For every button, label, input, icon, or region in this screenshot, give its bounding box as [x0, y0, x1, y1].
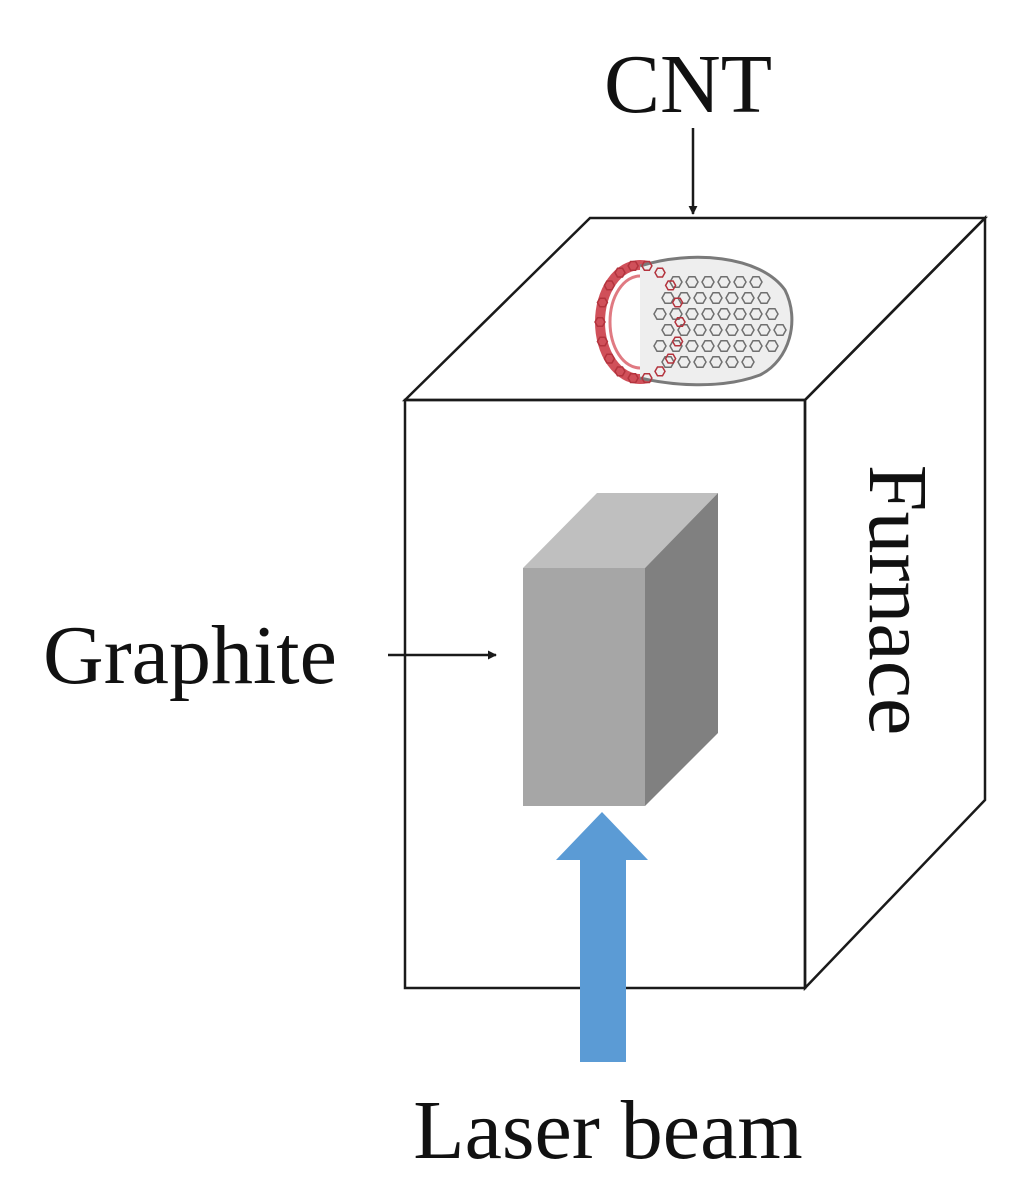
cnt-ring-hexagon [674, 316, 686, 328]
cnt-lattice-hexagon [741, 292, 755, 304]
cnt-lattice-hexagon [661, 356, 675, 368]
cnt-ring-hexagon [671, 336, 684, 347]
cnt-lattice-hexagon [725, 324, 739, 336]
cnt-lattice-hexagon [717, 308, 731, 320]
cnt-lattice-hexagon [733, 308, 747, 320]
cnt-ring-hexagon [664, 353, 677, 364]
cnt-lattice-hexagon [693, 324, 707, 336]
graphite-label: Graphite [43, 609, 337, 702]
cnt-ring-hexagon [641, 373, 653, 384]
cnt-lattice-hexagon [741, 324, 755, 336]
cnt-lattice [594, 260, 787, 384]
cnt-lattice-hexagon [685, 276, 699, 288]
cnt-lattice-hexagon [717, 276, 731, 288]
cnt-ring-hexagon [627, 260, 639, 271]
graphite-block [523, 493, 718, 806]
cnt-lattice-hexagon [757, 324, 771, 336]
cnt-lattice-hexagon [701, 340, 715, 352]
cnt-lattice-hexagon [773, 324, 787, 336]
cnt-ring-hexagon [671, 297, 684, 308]
cnt-lattice-hexagon [733, 276, 747, 288]
cnt-lattice-hexagon [685, 340, 699, 352]
cnt-ring-hexagon [614, 366, 626, 377]
cnt-lattice-hexagon [749, 340, 763, 352]
cnt-ring-hexagon [654, 267, 666, 278]
cnt-lattice-hexagon [653, 308, 667, 320]
cnt-label: CNT [604, 38, 772, 131]
cnt-lattice-hexagon [701, 308, 715, 320]
cnt-lattice-hexagon [717, 340, 731, 352]
furnace-label: Furnace [851, 465, 944, 736]
cnt-ring-hexagon [654, 366, 666, 377]
cnt-lattice-hexagon [701, 276, 715, 288]
cnt-lattice-hexagon [725, 292, 739, 304]
cnt-ring-hexagon [664, 280, 677, 291]
cnt-lattice-hexagon [653, 340, 667, 352]
cnt-ring-hexagon [594, 316, 606, 328]
cnt-lattice-hexagon [741, 356, 755, 368]
cnt-lattice-hexagon [757, 292, 771, 304]
cnt-ring-hexagon [627, 373, 639, 384]
cnt-lattice-hexagon [765, 308, 779, 320]
cnt-lattice-hexagon [685, 308, 699, 320]
cnt-lattice-hexagon [725, 356, 739, 368]
cnt-lattice-hexagon [693, 356, 707, 368]
cnt-lattice-hexagon [693, 292, 707, 304]
cnt-lattice-hexagon [669, 308, 683, 320]
cnt-lattice-hexagon [709, 292, 723, 304]
cnt-tube-body [639, 255, 794, 387]
cnt-lattice-hexagon [733, 340, 747, 352]
graphite-front-face [523, 568, 645, 806]
carbon-nanotube-icon [594, 255, 794, 387]
cnt-ring-hexagon [603, 280, 616, 291]
cnt-lattice-hexagon [709, 356, 723, 368]
cnt-ring-hexagon [614, 267, 626, 278]
cnt-ring-hexagon [641, 260, 653, 271]
cnt-lattice-hexagon [749, 308, 763, 320]
cnt-lattice-hexagon [661, 324, 675, 336]
graphite-side-face [645, 493, 718, 806]
cnt-lattice-hexagon [765, 340, 779, 352]
cnt-ring-hexagon [596, 336, 609, 347]
cnt-lattice-hexagon [669, 276, 683, 288]
cnt-ring-hexagon [596, 297, 609, 308]
laser-beam-label: Laser beam [413, 1084, 802, 1177]
cnt-lattice-hexagon [677, 356, 691, 368]
laser-beam-arrow [556, 812, 648, 1062]
graphite-top-face [523, 493, 718, 568]
cnt-lattice-hexagon [709, 324, 723, 336]
cnt-lattice-hexagon [661, 292, 675, 304]
cnt-lattice-hexagon [749, 276, 763, 288]
cnt-ring-hexagon [603, 353, 616, 364]
cnt-lattice-hexagon [669, 340, 683, 352]
cnt-lattice-hexagon [677, 324, 691, 336]
